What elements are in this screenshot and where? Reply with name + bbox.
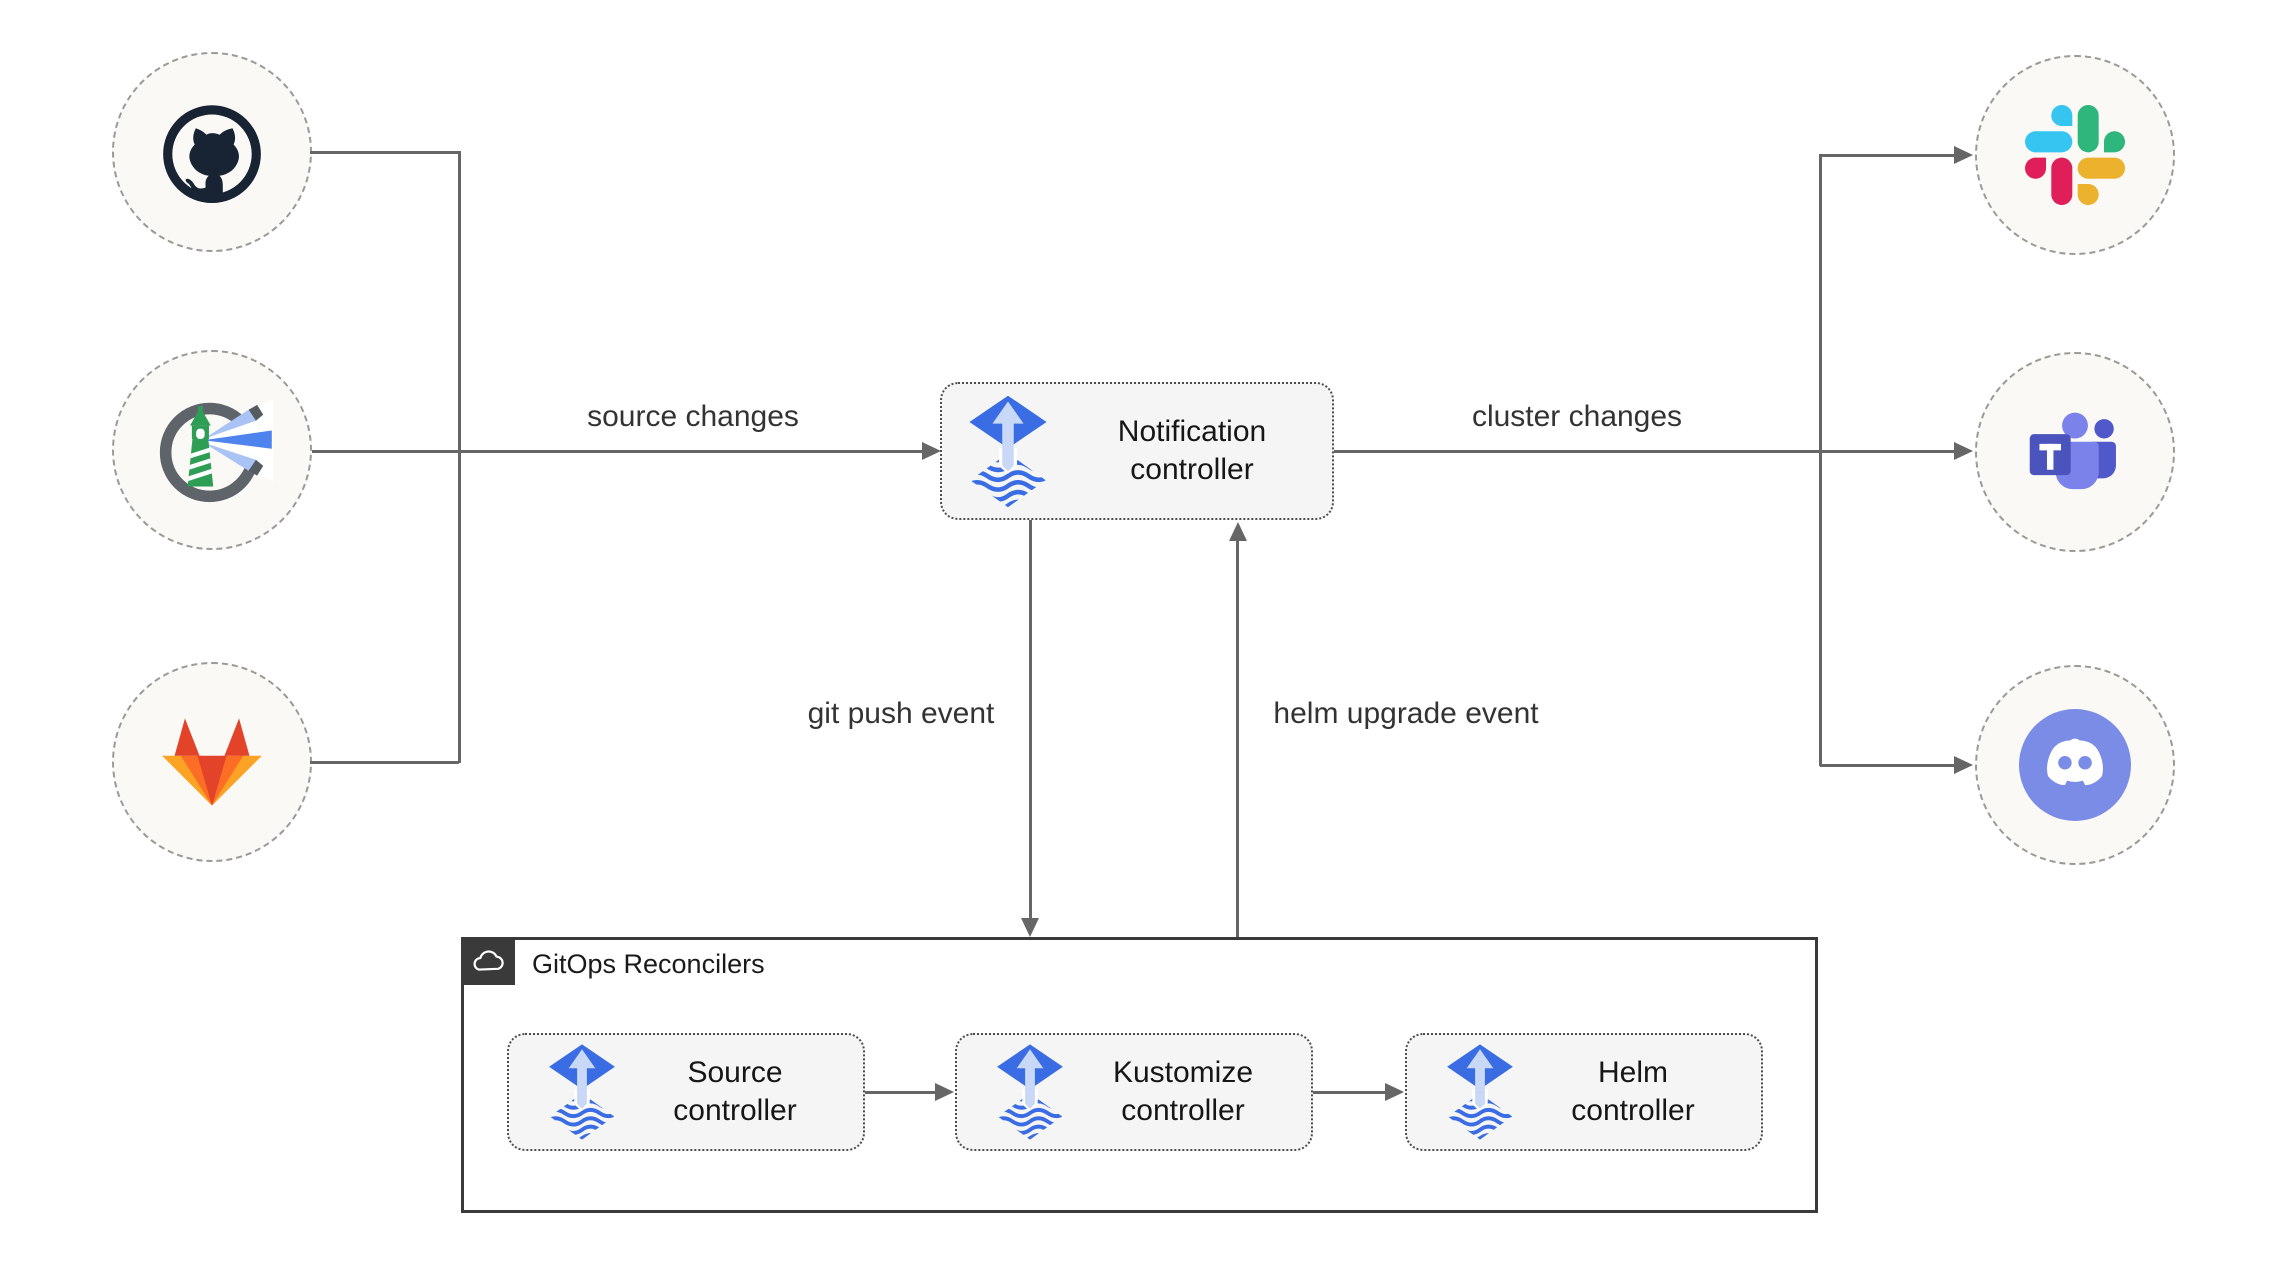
source-node-gitlab (112, 662, 312, 862)
edge-git-push-arrowhead (1021, 918, 1039, 937)
edge-git-push-line (1029, 520, 1032, 919)
source-node-github (112, 52, 312, 252)
notification-controller-box: Notification controller (940, 382, 1334, 520)
discord-icon (2019, 709, 2131, 821)
kustomize-controller-label: Kustomize controller (1112, 1056, 1254, 1127)
teams-icon (2021, 404, 2129, 501)
edge-source-changes-line (312, 450, 922, 453)
edge-right-bus-line (1819, 154, 1822, 766)
flux-icon (995, 1043, 1065, 1141)
edge-cluster-changes-line (1334, 450, 1954, 453)
helm-controller-box: Helm controller (1405, 1033, 1763, 1151)
edge-source-kustomize-line (865, 1091, 937, 1094)
flux-icon (547, 1043, 617, 1141)
harbor-icon (151, 389, 273, 511)
edge-slack-arrowhead (1954, 146, 1973, 164)
slack-icon (2025, 105, 2125, 205)
edge-helm-upgrade-line (1236, 540, 1239, 937)
provider-node-slack (1975, 55, 2175, 255)
notification-controller-label: Notification controller (1117, 415, 1267, 486)
provider-node-teams (1975, 352, 2175, 552)
edge-label-git-push: git push event (807, 697, 995, 730)
edge-left-bus-line (458, 151, 461, 763)
flux-icon (1445, 1043, 1515, 1141)
edge-kustomize-helm-line (1313, 1091, 1387, 1094)
edge-slack-line (1820, 154, 1954, 157)
container-title: GitOps Reconcilers (532, 949, 765, 979)
edge-helm-upgrade-arrowhead (1229, 522, 1247, 541)
helm-controller-label: Helm controller (1571, 1056, 1695, 1127)
gitlab-icon (160, 714, 264, 810)
source-node-harbor (112, 350, 312, 550)
edge-label-helm-upgrade: helm upgrade event (1273, 697, 1539, 730)
edge-kustomize-helm-arrowhead (1385, 1083, 1404, 1101)
edge-label-cluster-changes: cluster changes (1471, 400, 1683, 433)
source-controller-label: Source controller (673, 1056, 797, 1127)
flux-icon (967, 394, 1049, 509)
edge-discord-line (1820, 764, 1954, 767)
edge-github-line (310, 151, 459, 154)
github-icon (158, 98, 266, 206)
edge-teams-arrowhead (1954, 442, 1973, 460)
edge-label-source-changes: source changes (587, 400, 799, 433)
container-badge (461, 937, 515, 985)
cloud-icon (470, 948, 506, 975)
source-controller-box: Source controller (507, 1033, 865, 1151)
provider-node-discord (1975, 665, 2175, 865)
edge-discord-arrowhead (1954, 756, 1973, 774)
edge-source-kustomize-arrowhead (935, 1083, 954, 1101)
edge-gitlab-line (310, 761, 459, 764)
edge-source-changes-arrowhead (922, 442, 941, 460)
kustomize-controller-box: Kustomize controller (955, 1033, 1313, 1151)
